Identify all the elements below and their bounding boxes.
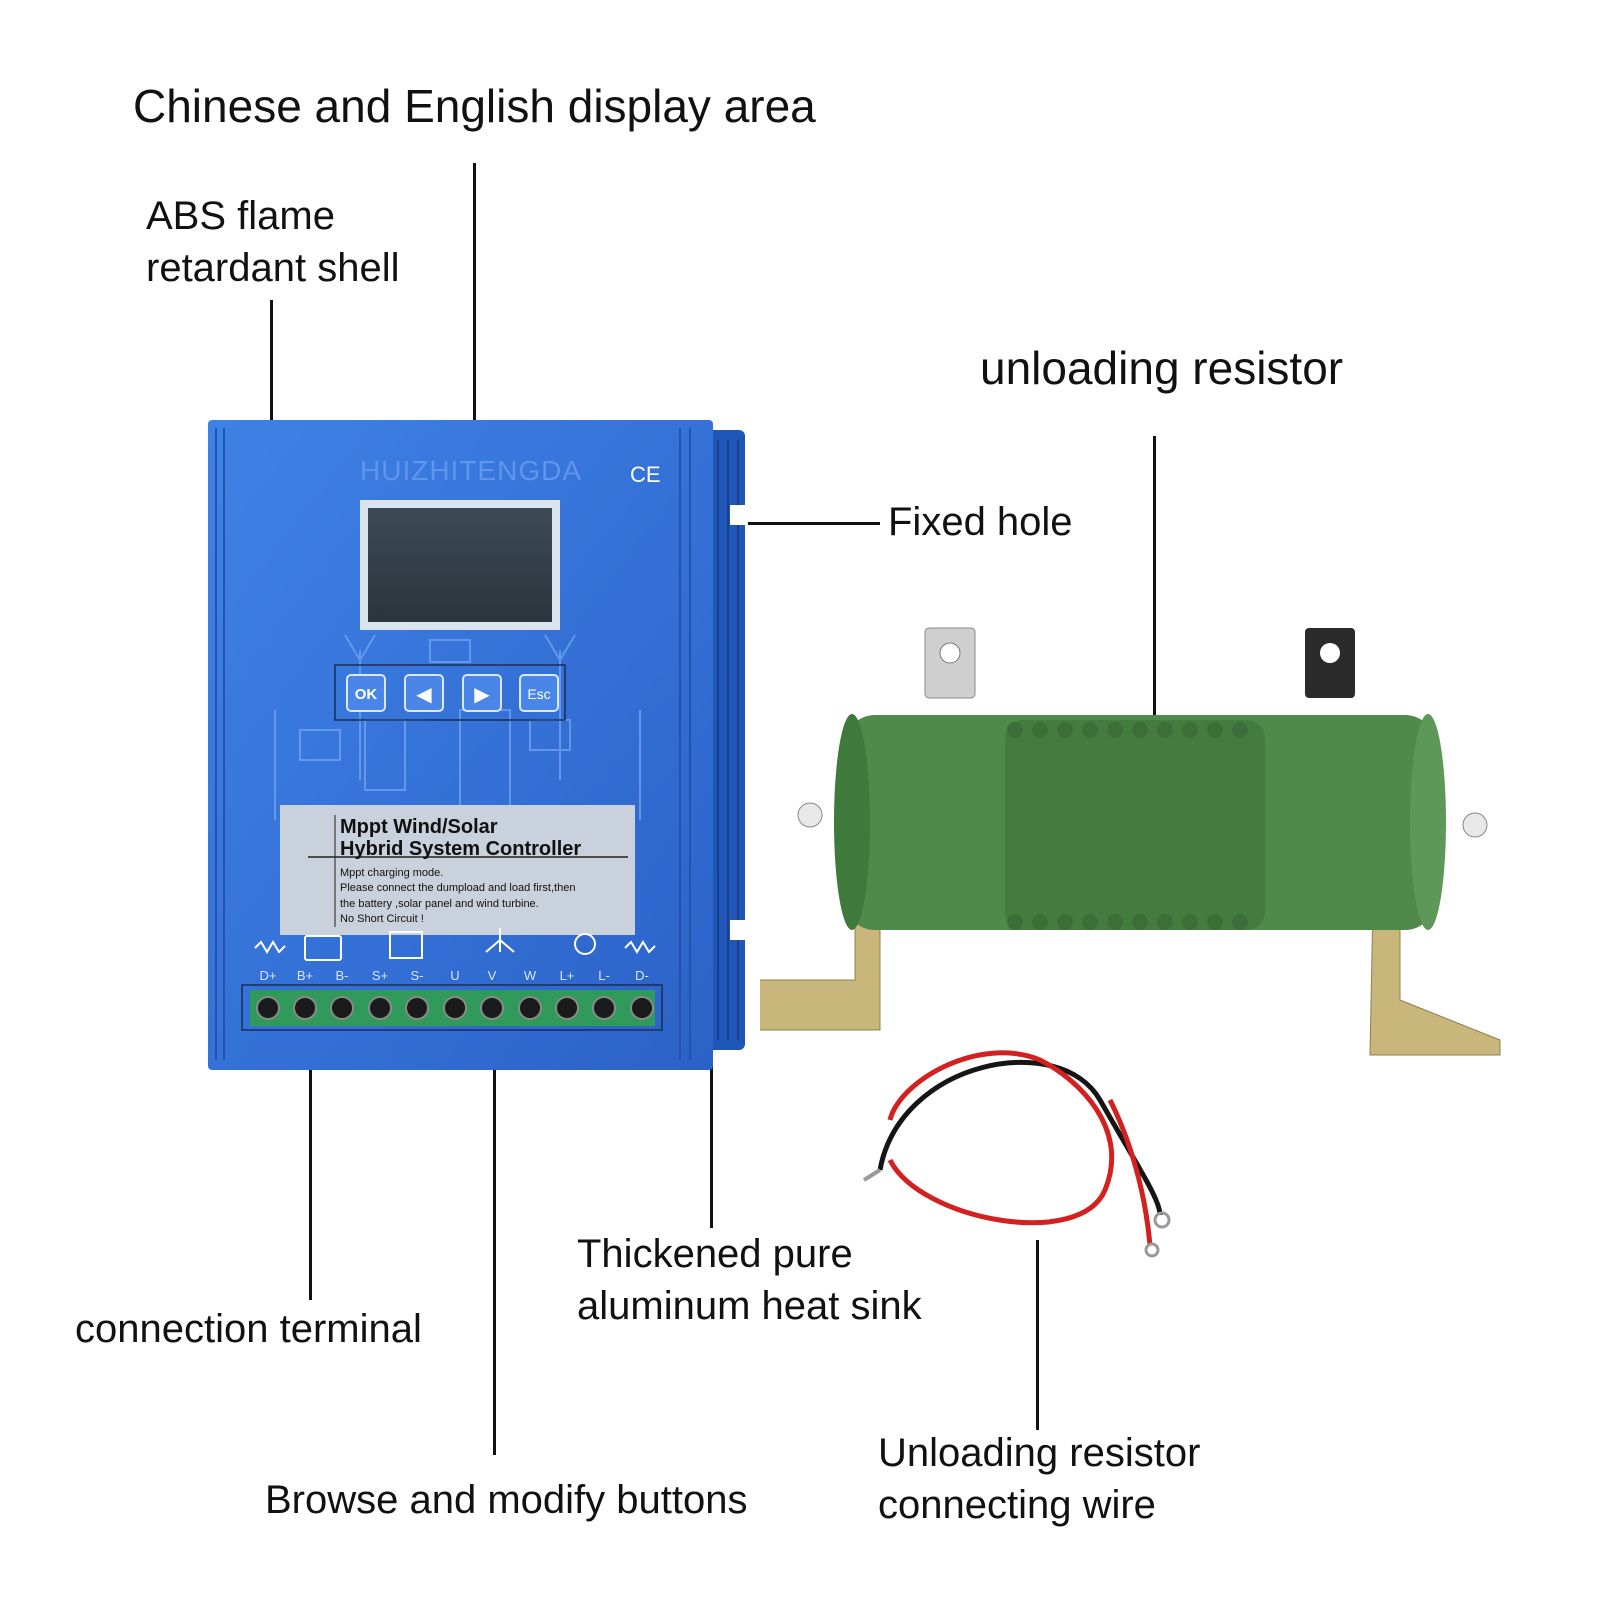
label-line-1: Mppt charging mode. <box>340 867 443 879</box>
bolt-left <box>797 802 823 828</box>
button-ok[interactable]: OK <box>346 674 386 712</box>
callout-connecting-wire: Unloading resistor connecting wire <box>878 1431 1201 1527</box>
button-left[interactable]: ◀ <box>404 674 444 712</box>
label-title-1: Mppt Wind/Solar <box>340 816 498 838</box>
leader-connecting-wire <box>1036 1240 1039 1430</box>
callout-fixed-hole: Fixed hole <box>888 500 1073 544</box>
label-line-3: the battery ,solar panel and wind turbin… <box>340 898 539 910</box>
callout-buttons: Browse and modify buttons <box>265 1478 748 1522</box>
body-side-ribs <box>215 428 691 1060</box>
resistor-winding <box>1005 720 1265 930</box>
resistor-tab-hole <box>1320 643 1340 663</box>
brand-text: HUIZHITENGDA <box>360 455 582 486</box>
bolt-right <box>1462 812 1488 838</box>
button-right[interactable]: ▶ <box>462 674 502 712</box>
terminal-label: B+ <box>297 968 313 983</box>
leader-buttons <box>493 715 496 1455</box>
button-right-label: ▶ <box>474 684 490 706</box>
button-esc-label: Esc <box>527 686 550 702</box>
resistor-tab-hole <box>939 642 961 664</box>
wire-lug-black <box>1153 1211 1171 1229</box>
terminal-labels: D+ B+ B- S+ S- U V W L+ L- D- <box>260 968 649 983</box>
terminal-label: D- <box>635 968 649 983</box>
lamp-icon <box>574 933 596 955</box>
fixed-hole-top <box>730 505 748 525</box>
wind-turbine-icon <box>485 928 515 953</box>
connecting-wire <box>862 1050 1171 1258</box>
leader-heat-sink <box>710 1060 713 1228</box>
unloading-resistor <box>760 627 1501 1056</box>
wire-black <box>877 1059 1163 1216</box>
button-ok-label: OK <box>355 686 378 703</box>
terminal-label: D+ <box>260 968 277 983</box>
controller-device: HUIZHITENGDA CE OK ◀ ▶ Esc <box>208 420 748 1070</box>
dump-load-icon <box>624 940 656 954</box>
terminal-screws <box>256 996 654 1020</box>
terminal-outline <box>241 984 663 1031</box>
wire-red <box>887 1050 1115 1226</box>
terminal-icons <box>254 928 656 961</box>
terminal-label: S- <box>411 968 424 983</box>
leader-abs-shell <box>270 300 273 485</box>
terminal-label: U <box>450 968 459 983</box>
leader-unloading-resistor <box>1153 436 1156 766</box>
terminal-label: L- <box>598 968 610 983</box>
battery-icon <box>304 935 342 961</box>
wire-red-lead <box>1107 1098 1153 1246</box>
leader-display-area <box>473 163 476 538</box>
wire-pin <box>862 1168 882 1182</box>
callout-connection-terminal: connection terminal <box>75 1307 422 1351</box>
label-line-4: No Short Circuit ! <box>340 913 424 925</box>
label-title-2: Hybrid System Controller <box>340 838 581 860</box>
solar-panel-icon <box>389 931 423 959</box>
terminal-label: V <box>488 968 497 983</box>
leader-fixed-hole <box>732 522 880 525</box>
label-line-2: Please connect the dumpload and load fir… <box>340 882 575 894</box>
leader-connection-terminal <box>309 1030 312 1300</box>
terminal-label: S+ <box>372 968 388 983</box>
callout-abs-shell: ABS flame retardant shell <box>146 194 400 290</box>
background-illustration <box>274 634 641 820</box>
resistor-icon <box>254 940 286 954</box>
terminal-label: L+ <box>560 968 575 983</box>
callout-heat-sink: Thickened pure aluminum heat sink <box>577 1232 922 1328</box>
wire-lug-red <box>1144 1242 1160 1258</box>
button-esc[interactable]: Esc <box>519 674 559 712</box>
terminal-label: W <box>524 968 537 983</box>
buttons-outline <box>334 664 566 721</box>
fixed-hole-bottom <box>730 920 748 940</box>
button-left-label: ◀ <box>416 684 432 706</box>
terminal-label: B- <box>336 968 349 983</box>
resistor-end-right <box>1410 714 1446 930</box>
ce-mark: CE <box>630 462 661 487</box>
product-label <box>280 805 635 935</box>
lcd-screen <box>368 508 552 622</box>
callout-display-area: Chinese and English display area <box>133 80 816 132</box>
resistor-end-left <box>834 714 870 930</box>
callout-unloading-resistor: unloading resistor <box>980 342 1344 394</box>
